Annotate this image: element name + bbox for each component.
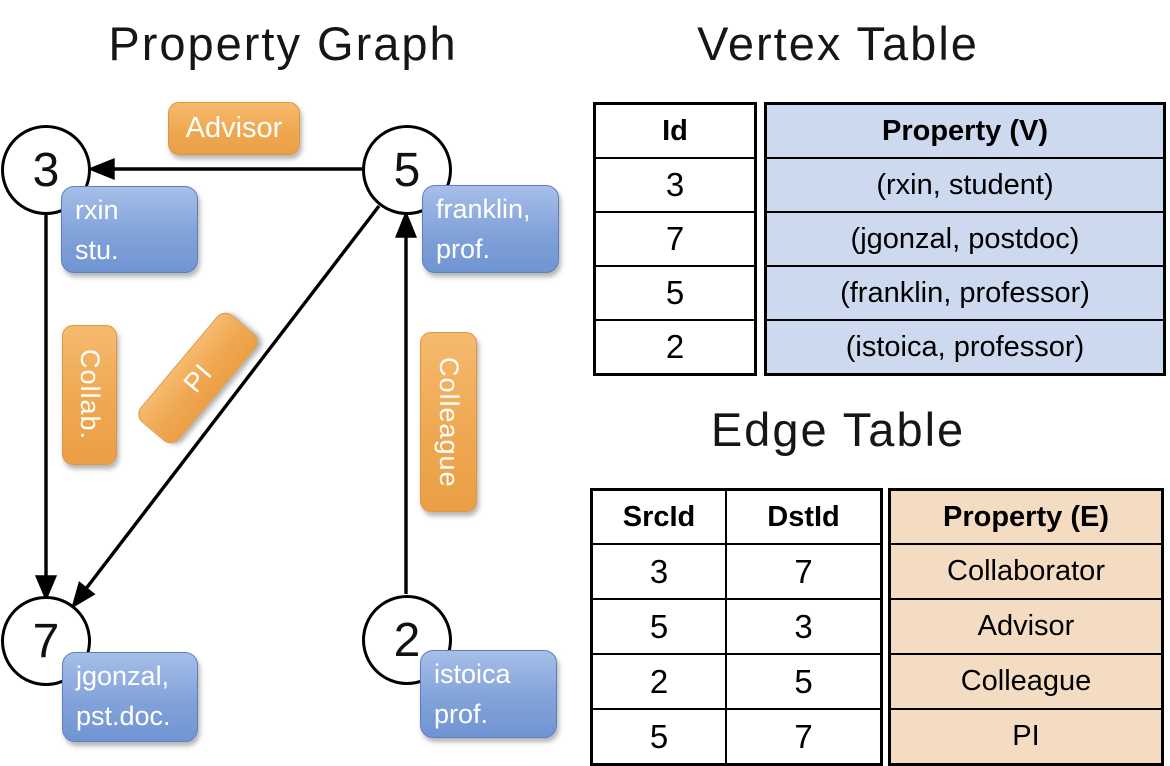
vertex-prop-line: pst.doc. — [76, 701, 171, 731]
vertex-property-box-rxin: rxin stu. — [61, 186, 198, 273]
edge-arrow-3-to-7 — [34, 215, 58, 602]
vertex-table-cell-property: (rxin, student) — [767, 159, 1163, 211]
edge-arrow-5-to-3 — [87, 157, 362, 181]
vertex-table-cell-id: 5 — [596, 267, 754, 319]
edge-table-cell-dst: 7 — [727, 710, 880, 763]
edge-table-header-property: Property (E) — [891, 491, 1161, 543]
node-3-id: 3 — [32, 143, 60, 197]
vertex-table-id-column: Id 3 7 5 2 — [593, 102, 757, 376]
edge-table-id-columns: SrcId DstId 3 7 5 3 2 5 5 7 — [590, 488, 883, 766]
vertex-prop-line: rxin — [75, 195, 119, 225]
vertex-prop-line: jgonzal, — [76, 661, 170, 691]
vertex-table-cell-id: 3 — [596, 159, 754, 211]
edge-table-cell-dst: 5 — [727, 655, 880, 708]
edge-label-advisor: Advisor — [168, 102, 300, 155]
edge-table-cell-property: PI — [891, 710, 1161, 763]
vertex-prop-line: prof. — [436, 234, 491, 264]
vertex-table-cell-id: 2 — [596, 321, 754, 373]
vertex-table-cell-property: (franklin, professor) — [767, 267, 1163, 319]
edge-table-cell-src: 2 — [593, 655, 725, 708]
edge-table-cell-property: Colleague — [891, 655, 1161, 708]
vertex-table-header-id: Id — [596, 105, 754, 157]
vertex-prop-line: franklin, — [436, 194, 531, 224]
vertex-table-header-property: Property (V) — [767, 105, 1163, 157]
node-7-id: 7 — [32, 614, 60, 668]
edge-table-title: Edge Table — [710, 403, 966, 456]
edge-table-cell-property: Advisor — [891, 600, 1161, 653]
edge-table-header-srcid: SrcId — [593, 491, 725, 543]
edge-table-cell-src: 5 — [593, 600, 725, 653]
edge-table-cell-src: 3 — [593, 545, 725, 598]
edge-arrow-2-to-5 — [394, 210, 418, 594]
vertex-table-property-column: Property (V) (rxin, student) (jgonzal, p… — [764, 102, 1166, 376]
edge-table-cell-dst: 7 — [727, 545, 880, 598]
edge-table-cell-property: Collaborator — [891, 545, 1161, 598]
edge-table-cell-dst: 3 — [727, 600, 880, 653]
property-graph-title: Property Graph — [108, 17, 458, 70]
vertex-prop-line: istoica — [434, 659, 511, 689]
vertex-property-box-istoica: istoica prof. — [420, 650, 557, 738]
vertex-property-box-jgonzal: jgonzal, pst.doc. — [62, 652, 198, 742]
graph-node-2: 2 — [362, 595, 452, 685]
vertex-table-title: Vertex Table — [697, 17, 979, 70]
edge-label-collab: Collab. — [62, 325, 117, 465]
graph-edges-canvas — [34, 157, 418, 609]
vertex-table-cell-property: (istoica, professor) — [767, 321, 1163, 373]
vertex-table-cell-property: (jgonzal, postdoc) — [767, 213, 1163, 265]
graph-node-3: 3 — [1, 125, 91, 215]
edge-arrow-5-to-7 — [71, 204, 381, 609]
edge-table-header-dstid: DstId — [727, 491, 880, 543]
node-5-id: 5 — [393, 143, 421, 197]
edge-label-colleague: Colleague — [420, 332, 477, 512]
node-2-id: 2 — [393, 613, 421, 667]
vertex-property-box-franklin: franklin, prof. — [422, 185, 559, 273]
edge-table-property-column: Property (E) Collaborator Advisor Collea… — [888, 488, 1164, 766]
edge-table-cell-src: 5 — [593, 710, 725, 763]
vertex-table-cell-id: 7 — [596, 213, 754, 265]
vertex-prop-line: stu. — [75, 235, 119, 265]
vertex-prop-line: prof. — [434, 699, 489, 729]
